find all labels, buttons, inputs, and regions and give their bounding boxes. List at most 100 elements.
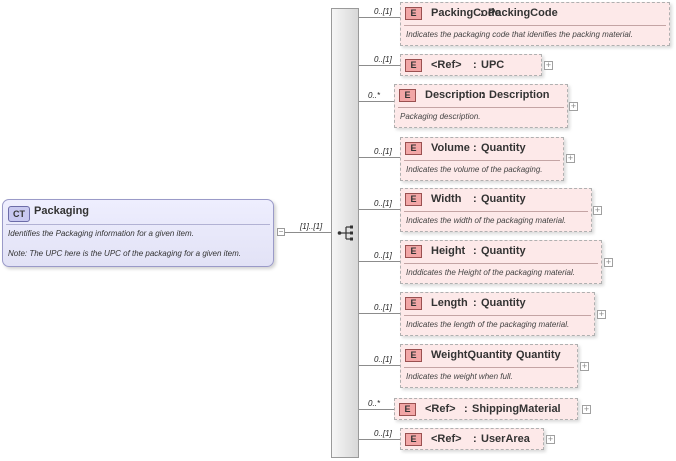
element-separator — [404, 211, 588, 212]
connector-line — [285, 232, 331, 233]
element-cardinality: 0..[1] — [374, 199, 392, 208]
element-name: Description — [425, 89, 486, 101]
element-cardinality: 0..* — [368, 91, 381, 100]
element-separator — [404, 25, 666, 26]
complex-type-packaging[interactable]: CT Packaging Identifies the Packaging in… — [2, 199, 274, 267]
element-name: PackingCode — [431, 7, 501, 19]
element-badge: E — [405, 7, 422, 20]
type-separator: : — [480, 7, 484, 19]
complex-type-separator — [6, 224, 270, 225]
element-name: <Ref> — [431, 433, 462, 445]
element-badge: E — [405, 433, 422, 446]
type-separator: : — [473, 433, 477, 445]
element-documentation: Indicates the packaging code that idenif… — [406, 30, 633, 39]
element-separator — [404, 315, 591, 316]
expand-icon[interactable]: + — [593, 205, 602, 215]
element-ref-shippingmaterial[interactable]: E<Ref>:ShippingMaterial — [394, 398, 578, 420]
type-separator: : — [481, 89, 485, 101]
element-badge: E — [405, 59, 422, 72]
element-name: Length — [431, 297, 468, 309]
type-separator: : — [473, 297, 477, 309]
connector-line — [359, 409, 394, 410]
element-documentation: Packaging description. — [400, 112, 481, 121]
element-separator — [404, 367, 574, 368]
connector-line — [359, 17, 400, 18]
connector-line — [359, 439, 400, 440]
sequence-compositor-icon[interactable] — [337, 224, 355, 242]
element-type: Quantity — [516, 349, 561, 361]
element-type: UPC — [481, 59, 505, 71]
complex-type-doc-line-2: Note: The UPC here is the UPC of the pac… — [8, 249, 242, 258]
connector-line — [359, 101, 394, 102]
type-separator: : — [464, 403, 468, 415]
element-type: Quantity — [481, 297, 526, 309]
element-name: Height — [431, 245, 466, 257]
element-type: UserArea — [481, 433, 530, 445]
element-badge: E — [405, 297, 422, 310]
collapse-icon[interactable]: − — [277, 227, 285, 236]
element-documentation: Indicates the weight when full. — [406, 372, 513, 381]
element-badge: E — [405, 193, 422, 206]
element-type: Quantity — [481, 193, 526, 205]
connector-line — [359, 313, 400, 314]
connector-line — [359, 365, 400, 366]
complex-type-badge: CT — [8, 206, 30, 222]
element-type: Quantity — [481, 245, 526, 257]
expand-icon[interactable]: + — [580, 361, 589, 371]
element-type: ShippingMaterial — [472, 403, 561, 415]
expand-icon[interactable]: + — [546, 434, 555, 444]
connector-line — [359, 157, 400, 158]
element-name: Volume — [431, 142, 470, 154]
element-cardinality: 0..[1] — [374, 303, 392, 312]
element-ref-upc[interactable]: E<Ref>:UPC — [400, 54, 542, 76]
expand-icon[interactable]: + — [544, 60, 553, 70]
element-cardinality: 0..[1] — [374, 355, 392, 364]
element-badge: E — [405, 245, 422, 258]
expand-icon[interactable]: + — [604, 257, 613, 267]
element-separator — [404, 263, 598, 264]
connector-line — [359, 209, 400, 210]
complex-type-doc-line-1: Identifies the Packaging information for… — [8, 229, 194, 238]
element-documentation: Indicates the width of the packaging mat… — [406, 216, 567, 225]
element-cardinality: 0..[1] — [374, 429, 392, 438]
element-documentation: Inddicates the Height of the packaging m… — [406, 268, 575, 277]
expand-icon[interactable]: + — [566, 153, 575, 163]
element-type: PackingCode — [488, 7, 558, 19]
connector-line — [359, 65, 400, 66]
element-documentation: Indicates the volume of the packaging. — [406, 165, 543, 174]
element-cardinality: 0..[1] — [374, 7, 392, 16]
element-name: WeightQuantity — [431, 349, 513, 361]
element-name: Width — [431, 193, 462, 205]
element-ref-userarea[interactable]: E <Ref>: UserArea — [400, 428, 544, 450]
element-cardinality: 0..[1] — [374, 147, 392, 156]
element-type: Description — [489, 89, 550, 101]
type-separator: : — [473, 193, 477, 205]
expand-icon[interactable]: + — [569, 101, 578, 111]
type-separator: : — [508, 349, 512, 361]
element-cardinality: 0..[1] — [374, 55, 392, 64]
element-badge: E — [399, 403, 416, 416]
element-cardinality: 0..* — [368, 399, 381, 408]
complex-type-name: Packaging — [34, 205, 90, 217]
element-badge: E — [405, 349, 422, 362]
type-separator: : — [473, 59, 477, 71]
element-documentation: Indicates the length of the packaging ma… — [406, 320, 570, 329]
element-separator — [404, 160, 560, 161]
element-type: Quantity — [481, 142, 526, 154]
type-separator: : — [473, 245, 477, 257]
element-separator — [398, 107, 564, 108]
element-badge: E — [399, 89, 416, 102]
complex-type-cardinality: [1]..[1] — [300, 222, 323, 231]
type-separator: : — [473, 142, 477, 154]
connector-line — [359, 261, 400, 262]
element-cardinality: 0..[1] — [374, 251, 392, 260]
expand-icon[interactable]: + — [597, 309, 606, 319]
expand-icon[interactable]: + — [582, 404, 591, 414]
